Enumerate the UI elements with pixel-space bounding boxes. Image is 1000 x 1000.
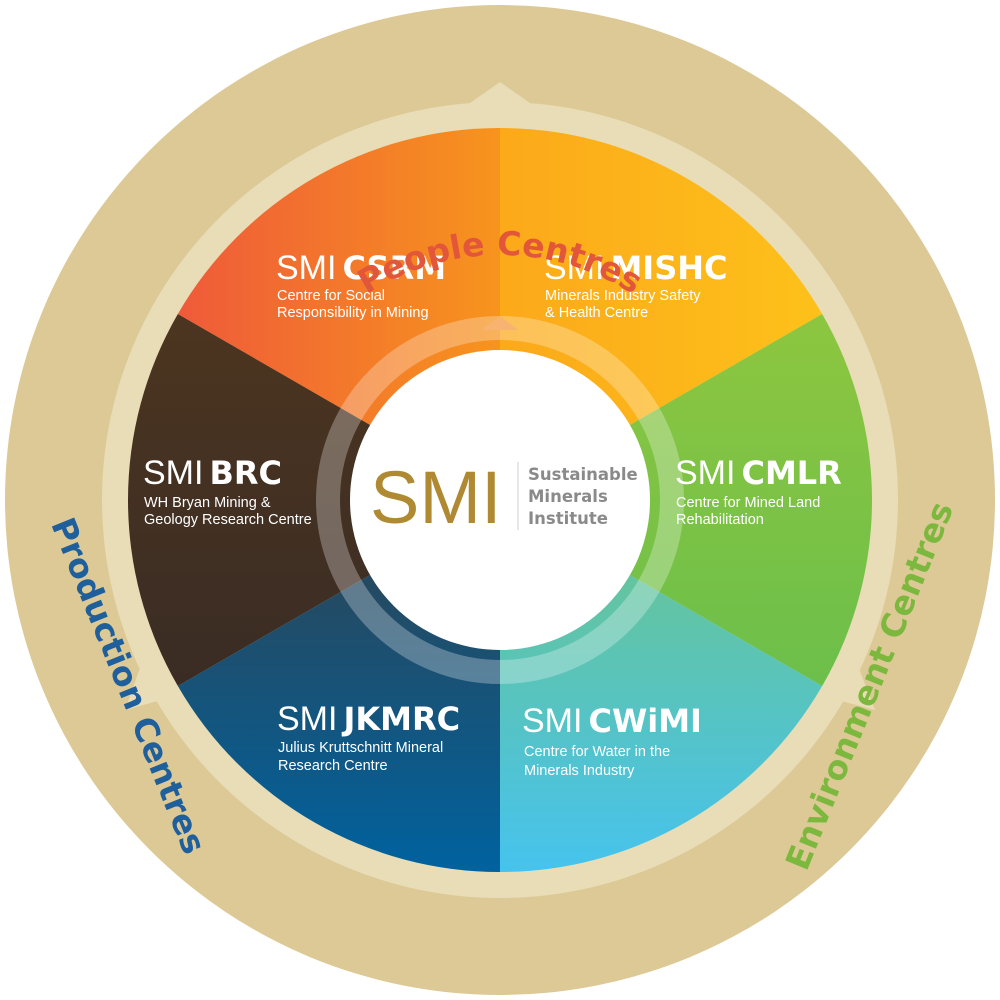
centre-desc-line: Minerals Industry Safety <box>545 288 701 304</box>
centre-prefix: SMI <box>522 702 582 740</box>
centre-desc-line: & Health Centre <box>545 305 648 321</box>
centre-desc-line: Geology Research Centre <box>144 512 312 528</box>
right-arrow-icon <box>800 640 875 710</box>
centre-code: CSRM <box>342 249 446 287</box>
centre-desc-line: WH Bryan Mining & <box>144 495 271 511</box>
centre-desc-line: Julius Kruttschnitt Mineral <box>278 740 443 756</box>
centre-code: MISHC <box>610 249 727 287</box>
centre-code: BRC <box>209 454 282 492</box>
centre-code: JKMRC <box>341 700 460 738</box>
centre-desc-line: Minerals Industry <box>524 763 635 779</box>
center-disc <box>350 350 650 650</box>
centre-desc-line: Centre for Social <box>277 288 385 304</box>
centre-code: CMLR <box>741 454 841 492</box>
centre-desc-line: Rehabilitation <box>676 512 764 528</box>
top-arrow-icon <box>460 82 540 110</box>
centre-prefix: SMI <box>544 249 604 287</box>
smi-logo: SMI <box>370 456 502 539</box>
institute-name-line-1: Sustainable <box>528 465 638 484</box>
centre-code: CWiMI <box>588 702 702 740</box>
left-arrow-icon <box>125 640 198 710</box>
segment-brc <box>127 314 501 686</box>
centre-desc-line: Centre for Mined Land <box>676 495 820 511</box>
segment-cmlr <box>500 314 872 686</box>
centre-prefix: SMI <box>276 249 336 287</box>
centre-prefix: SMI <box>143 454 203 492</box>
center-top-notch-icon <box>482 316 518 330</box>
centre-desc-line: Research Centre <box>278 758 388 774</box>
centre-desc-line: Responsibility in Mining <box>277 305 429 321</box>
centre-prefix: SMI <box>277 700 337 738</box>
centre-prefix: SMI <box>675 454 735 492</box>
institute-name-line-3: Institute <box>528 509 608 528</box>
institute-name-line-2: Minerals <box>528 487 608 506</box>
centre-desc-line: Centre for Water in the <box>524 744 670 760</box>
